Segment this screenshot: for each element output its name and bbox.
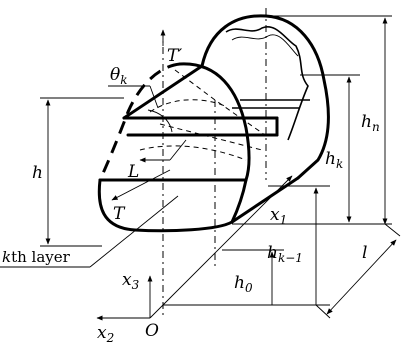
label-h-k-minus-1: hk−1 [267, 243, 303, 265]
hidden-interior-2 [139, 145, 247, 161]
labels: T′ θk h hn hk hk−1 h0 L T x1 x2 x3 l O k… [2, 46, 380, 345]
l-ext-2 [384, 223, 401, 237]
T-vector [111, 169, 171, 201]
rear-wavy-surface [225, 26, 309, 141]
front-arch-hidden [98, 62, 181, 181]
theta-leader-2 [149, 85, 159, 109]
coordinate-axes [96, 175, 293, 321]
label-x1: x1 [270, 205, 287, 227]
l-ext-1 [315, 304, 331, 319]
label-h-n: hn [361, 112, 380, 134]
label-x3: x3 [122, 270, 140, 292]
kth-layer-leader-2 [89, 195, 179, 268]
hidden-interior-1 [149, 99, 226, 113]
rear-end-outline [200, 14, 330, 180]
label-l: l [362, 243, 367, 263]
tank-body [97, 14, 330, 233]
rear-wavy-surface-2 [231, 34, 299, 57]
label-h: h [32, 163, 43, 183]
theta-arc [147, 109, 173, 133]
label-theta-k: θk [110, 65, 128, 87]
label-T-prime: T′ [167, 46, 182, 66]
x1-axis [149, 175, 293, 319]
label-h-0: h0 [234, 273, 253, 295]
L-vector-stem [169, 139, 187, 161]
front-end-outline [97, 178, 248, 233]
l-dim [326, 239, 397, 315]
label-L: L [127, 162, 139, 182]
label-kth-layer: kth layer [2, 248, 71, 266]
hidden-interior-4 [174, 69, 266, 136]
label-O: O [145, 321, 159, 341]
label-h-k: hk [325, 149, 343, 171]
dimensions [0, 15, 401, 319]
label-x2: x2 [97, 323, 114, 345]
top-generator-line [122, 64, 204, 120]
front-arch-outline [178, 62, 251, 182]
label-T: T [113, 204, 126, 224]
right-generator-line [230, 176, 300, 224]
